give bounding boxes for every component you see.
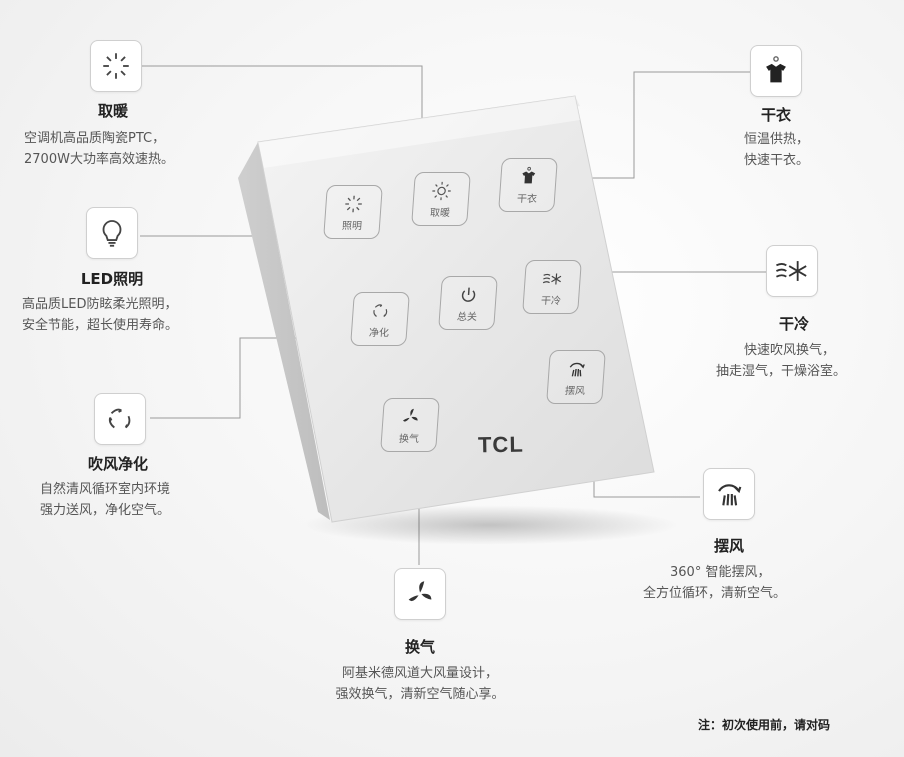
light-icon-box [86, 207, 138, 259]
cool-desc-2: 抽走湿气，干燥浴室。 [716, 364, 847, 379]
fan-icon [403, 408, 418, 422]
key-power-label: 总关 [456, 311, 478, 323]
light-desc-2: 安全节能，超长使用寿命。 [22, 318, 179, 333]
key-warm-label: 取暖 [429, 207, 451, 219]
key-vent[interactable]: 换气 [380, 398, 440, 452]
swing-icon-box [703, 468, 755, 520]
swing-title: 摆风 [713, 537, 745, 555]
warm-desc-1: 空调机高品质陶瓷PTC， [24, 131, 166, 146]
cool-desc-1: 快速吹风换气， [744, 343, 836, 358]
warm-icon-box [90, 40, 142, 92]
key-swing-label: 摆风 [564, 385, 586, 397]
purify-title: 吹风净化 [87, 455, 149, 473]
key-dry[interactable]: 干衣 [498, 158, 558, 212]
swing-icon [569, 362, 585, 376]
snowflake-wind-icon [542, 273, 562, 284]
dry-desc-1: 恒温供热， [744, 132, 810, 147]
vent-desc-2: 强效换气，清新空气随心享。 [335, 687, 505, 702]
vent-icon-box [394, 568, 446, 620]
cool-title: 干冷 [778, 315, 810, 333]
sun-icon [345, 195, 362, 212]
leaf-swirl-icon [373, 303, 388, 317]
key-light[interactable]: 照明 [323, 185, 383, 239]
purify-desc-2: 强力送风，净化空气。 [40, 503, 171, 518]
key-cool[interactable]: 干冷 [522, 260, 582, 314]
swing-desc-1: 360° 智能摆风， [670, 565, 771, 580]
shirt-icon [522, 166, 536, 183]
purify-icon-box [94, 393, 146, 445]
brand-logo: TCL [477, 431, 524, 458]
swing-icon [718, 484, 742, 506]
swing-desc-2: 全方位循环，清新空气。 [643, 586, 787, 601]
snowflake-wind-icon [776, 261, 807, 281]
warm-title: 取暖 [97, 102, 129, 120]
pairing-note: 注：初次使用前，请对码 [698, 718, 831, 732]
key-dry-label: 干衣 [516, 193, 538, 205]
purify-desc-1: 自然清风循环室内环境 [40, 482, 171, 497]
sun-icon [432, 181, 451, 200]
key-light-label: 照明 [341, 220, 363, 232]
key-swing[interactable]: 摆风 [546, 350, 606, 404]
cool-icon-box [766, 245, 818, 297]
light-title: LED照明 [80, 270, 144, 288]
bulb-icon [102, 220, 122, 247]
leaf-swirl-icon [108, 408, 131, 429]
vent-desc-1: 阿基米德风道大风量设计， [341, 666, 499, 681]
dry-icon-box [750, 45, 802, 97]
key-power[interactable]: 总关 [438, 276, 498, 330]
key-purify-label: 净化 [368, 327, 390, 339]
key-purify[interactable]: 净化 [350, 292, 410, 346]
key-warm[interactable]: 取暖 [411, 172, 471, 226]
warm-desc-2: 2700W大功率高效速热。 [24, 152, 174, 167]
fan-icon [408, 581, 432, 602]
dry-title: 干衣 [760, 106, 792, 124]
power-icon [461, 287, 476, 302]
vent-title: 换气 [404, 638, 436, 656]
shirt-icon [766, 56, 786, 83]
dry-desc-2: 快速干衣。 [744, 153, 810, 168]
key-cool-label: 干冷 [540, 295, 562, 307]
sun-icon [103, 53, 129, 79]
key-vent-label: 换气 [398, 433, 420, 445]
light-desc-1: 高品质LED防眩柔光照明， [22, 297, 178, 312]
